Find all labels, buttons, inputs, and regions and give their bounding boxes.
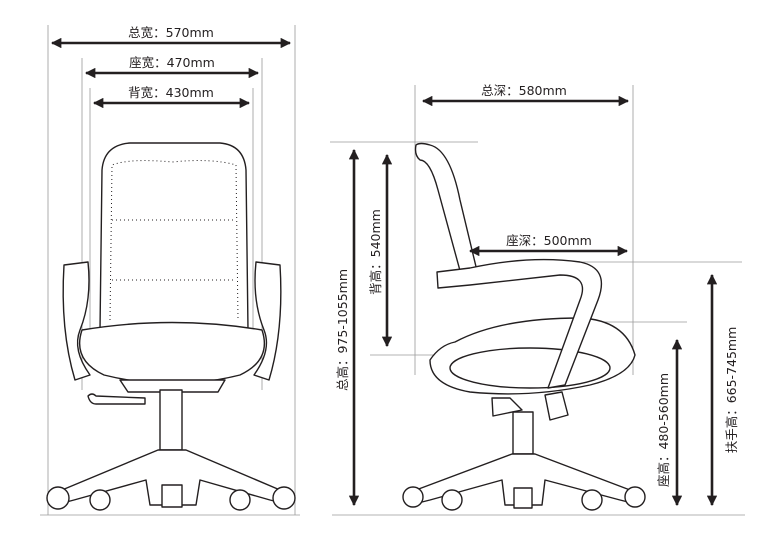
seat-height-dimension: 座高：480-560mm — [656, 338, 683, 507]
total-height-label: 总高：975-1055mm — [335, 269, 350, 391]
total-depth-label: 总深：580mm — [481, 83, 567, 98]
total-depth-dimension: 总深：580mm — [421, 83, 630, 107]
side-chair-drawing — [402, 142, 646, 511]
total-width-dimension: 总宽：570mm — [50, 25, 292, 49]
seat-depth-label: 座深：500mm — [506, 233, 592, 248]
armrest-height-dimension: 扶手高：665-745mm — [706, 273, 739, 507]
seat-height-label: 座高：480-560mm — [656, 373, 671, 487]
front-extension-lines — [40, 25, 300, 516]
side-extension-lines — [330, 85, 745, 516]
total-width-label: 总宽：570mm — [128, 25, 214, 40]
front-chair-drawing — [46, 142, 296, 511]
seat-depth-dimension: 座深：500mm — [468, 233, 629, 257]
armrest-height-label: 扶手高：665-745mm — [724, 327, 739, 454]
seat-width-label: 座宽：470mm — [129, 55, 215, 70]
seat-width-dimension: 座宽：470mm — [84, 55, 260, 79]
back-height-dimension: 背高：540mm — [368, 153, 393, 348]
front-view: 总宽：570mm 座宽：470mm 背宽：430mm — [40, 25, 300, 516]
back-height-label: 背高：540mm — [368, 209, 383, 295]
back-width-label: 背宽：430mm — [128, 85, 214, 100]
side-view: 总深：580mm 座深：500mm 总高：975-1055mm 背高：540mm… — [330, 83, 745, 516]
back-width-dimension: 背宽：430mm — [92, 85, 251, 109]
total-height-dimension: 总高：975-1055mm — [335, 148, 360, 507]
